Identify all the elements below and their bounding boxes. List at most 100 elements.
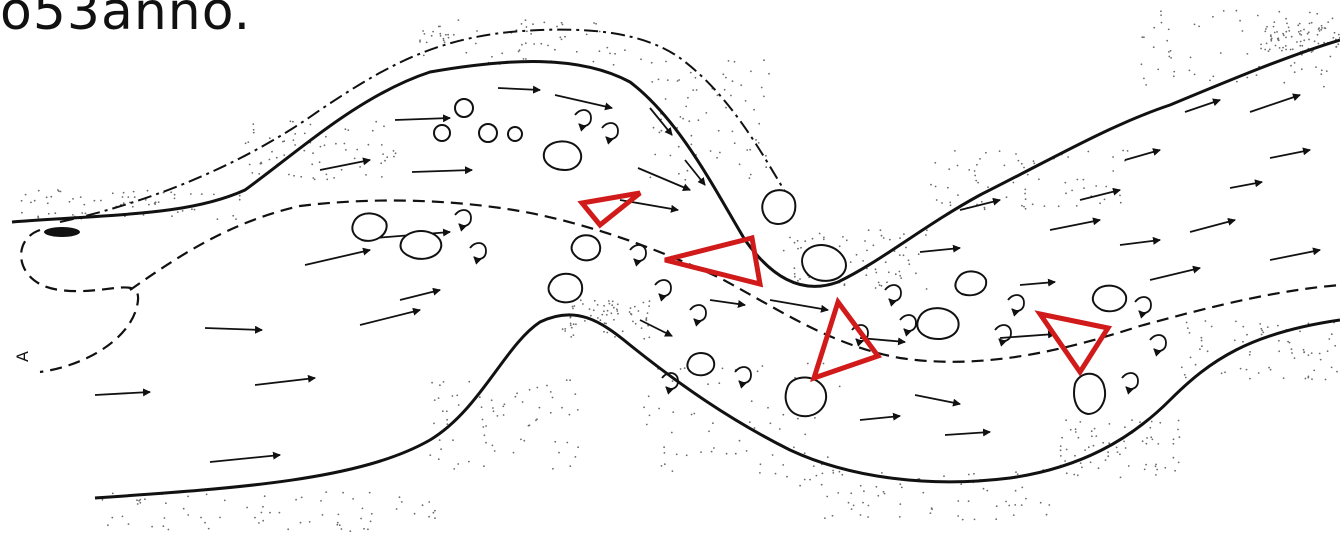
- sand-dot: [1201, 340, 1203, 342]
- sand-dot: [865, 274, 867, 276]
- sand-dot: [761, 87, 763, 89]
- sand-dot: [663, 446, 665, 448]
- sand-dot: [182, 210, 184, 212]
- sand-dot: [622, 330, 624, 332]
- sand-dot: [1327, 21, 1329, 23]
- sand-dot: [957, 165, 959, 167]
- sand-dot: [1060, 455, 1062, 457]
- sand-dot: [740, 84, 742, 86]
- sand-dot: [638, 310, 640, 312]
- sand-dot: [1141, 36, 1143, 38]
- sand-dot: [564, 36, 566, 38]
- sand-dot: [264, 495, 266, 497]
- sand-dot: [1320, 73, 1322, 75]
- sand-dot: [293, 175, 295, 177]
- sand-dot: [1281, 50, 1283, 52]
- sand-dot: [708, 430, 710, 432]
- sand-dot: [1064, 460, 1066, 462]
- sand-dot: [439, 384, 441, 386]
- sand-dot: [144, 498, 146, 500]
- sand-dot: [1300, 34, 1302, 36]
- sand-dot: [440, 35, 442, 37]
- sand-dot: [504, 403, 506, 405]
- sand-dot: [876, 486, 878, 488]
- sand-dot: [649, 415, 651, 417]
- sand-dot: [1102, 442, 1104, 444]
- sand-dot: [219, 517, 221, 519]
- sand-dot: [1105, 186, 1107, 188]
- sand-dot: [381, 176, 383, 178]
- sand-dot: [672, 380, 674, 382]
- flow-arrow: [1190, 220, 1235, 232]
- point-a-marker: [44, 227, 80, 237]
- sand-dot: [536, 418, 538, 420]
- sand-dot: [1321, 27, 1323, 29]
- sand-dot: [1308, 31, 1310, 33]
- sand-dot: [526, 26, 528, 28]
- sand-dot: [725, 77, 727, 79]
- sand-dot: [1249, 351, 1251, 353]
- sand-dot: [603, 331, 605, 333]
- sand-dot: [312, 177, 314, 179]
- sand-dot: [69, 201, 71, 203]
- sand-dot: [320, 146, 322, 148]
- flow-arrow: [1270, 150, 1310, 158]
- sand-dot: [597, 304, 599, 306]
- sand-dot: [349, 530, 351, 532]
- sand-dot: [1070, 429, 1072, 431]
- sand-dot: [1112, 170, 1114, 172]
- sand-dot: [1258, 372, 1260, 374]
- sand-dot: [60, 191, 62, 193]
- sand-dot: [848, 502, 850, 504]
- sand-dot: [1234, 340, 1236, 342]
- sand-dot: [813, 465, 815, 467]
- sand-dot: [1120, 202, 1122, 204]
- sand-dot: [640, 58, 642, 60]
- sand-dot: [984, 207, 986, 209]
- sand-dot: [1278, 11, 1280, 13]
- rock: [762, 190, 795, 224]
- sand-dot: [133, 191, 135, 193]
- sand-dot: [1212, 76, 1214, 78]
- sand-dot: [1141, 63, 1143, 65]
- flow-arrow: [412, 170, 472, 172]
- sand-dot: [261, 512, 263, 514]
- sand-dot: [1300, 41, 1302, 43]
- sand-dot: [899, 516, 901, 518]
- sand-dot: [564, 328, 566, 330]
- eddy-curl: [602, 123, 618, 139]
- sand-dot: [844, 284, 846, 286]
- sand-dot: [676, 454, 678, 456]
- sand-dot: [934, 162, 936, 164]
- sand-dot: [860, 485, 862, 487]
- rock: [786, 377, 826, 416]
- sand-dot: [1021, 205, 1023, 207]
- sand-dot: [1224, 371, 1226, 373]
- sand-dot: [826, 496, 828, 498]
- sand-dot: [1077, 474, 1079, 476]
- sand-dot: [864, 240, 866, 242]
- sand-dot: [875, 272, 877, 274]
- sand-dot: [174, 194, 176, 196]
- sand-dot: [794, 276, 796, 278]
- sand-dot: [724, 89, 726, 91]
- sand-dot: [561, 22, 563, 24]
- sand-dot: [658, 79, 660, 81]
- sand-dot: [1338, 34, 1340, 36]
- sand-dot: [746, 149, 748, 151]
- sand-dot: [1153, 46, 1155, 48]
- sand-dot: [518, 51, 520, 53]
- sand-dot: [200, 517, 202, 519]
- sand-dot: [999, 150, 1001, 152]
- sand-dot: [1328, 338, 1330, 340]
- sand-dot: [1107, 451, 1109, 453]
- sand-dot: [339, 524, 341, 526]
- sand-dot: [438, 26, 440, 28]
- sand-dot: [930, 512, 932, 514]
- sand-dot: [485, 425, 487, 427]
- sand-dot: [1065, 192, 1067, 194]
- sand-dot: [1324, 27, 1326, 29]
- sand-dot: [1038, 178, 1040, 180]
- sand-dot: [310, 124, 312, 126]
